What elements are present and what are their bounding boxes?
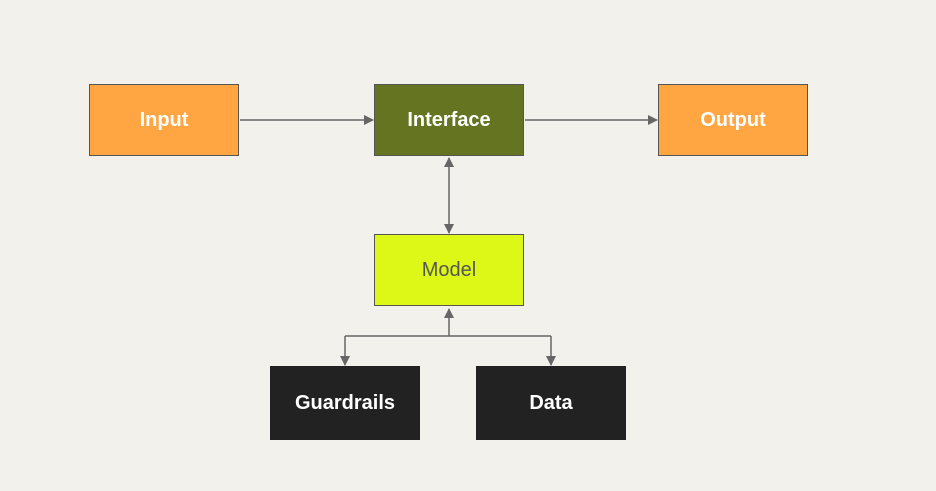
guardrails-node: Guardrails: [270, 366, 420, 440]
input-node: Input: [89, 84, 239, 156]
model-node: Model: [374, 234, 524, 306]
model-node-label: Model: [421, 258, 477, 281]
guardrails-node-label: Guardrails: [294, 391, 396, 414]
input-node-label: Input: [139, 108, 189, 131]
data-node: Data: [476, 366, 626, 440]
data-node-label: Data: [529, 391, 573, 414]
interface-node-label: Interface: [407, 108, 491, 131]
output-node-label: Output: [700, 108, 766, 131]
output-node: Output: [658, 84, 808, 156]
interface-node: Interface: [374, 84, 524, 156]
